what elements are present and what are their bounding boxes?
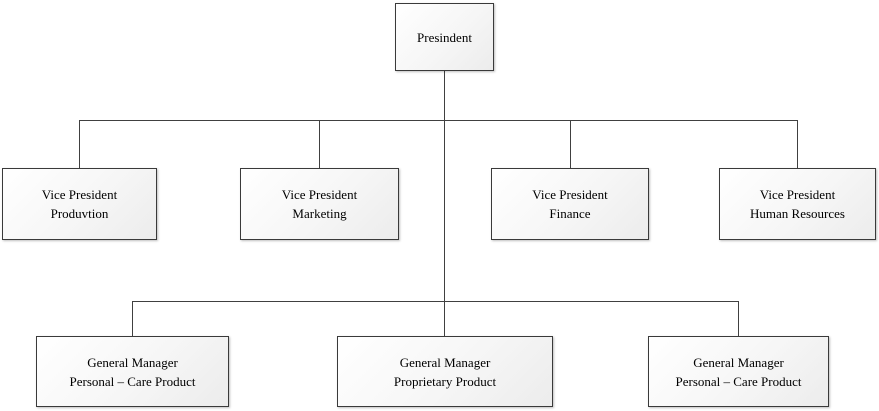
node-label-line1: Vice President xyxy=(759,187,836,202)
connector-drop-vp-production xyxy=(79,120,80,168)
node-label-line2: Human Resources xyxy=(750,206,845,221)
connector-top-horizontal xyxy=(79,120,798,121)
node-label-line2: Personal – Care Product xyxy=(675,373,802,389)
node-label-line1: Vice President xyxy=(532,187,608,202)
node-label-line2: Proprietary Product xyxy=(393,373,497,389)
org-node-vp-finance: Vice President Finance xyxy=(491,168,649,240)
org-node-gm-proprietary: General Manager Proprietary Product xyxy=(337,336,553,407)
node-label-line2: Marketing xyxy=(292,206,347,221)
connector-drop-gm-personal-care-1 xyxy=(132,301,133,336)
node-label-line1: General Manager xyxy=(399,354,491,370)
connector-drop-vp-marketing xyxy=(319,120,320,168)
connector-president-stem xyxy=(444,71,445,336)
org-node-gm-personal-care-2: General Manager Personal – Care Product xyxy=(648,336,829,407)
connector-drop-gm-personal-care-2 xyxy=(738,301,739,336)
org-node-vp-human-resources: Vice President Human Resources xyxy=(719,168,876,240)
org-node-president: Presindent xyxy=(395,3,494,71)
node-label-line2: Produvtion xyxy=(50,206,109,221)
connector-drop-vp-finance xyxy=(570,120,571,168)
node-label-line1: General Manager xyxy=(87,354,178,370)
node-label: Presindent xyxy=(417,29,472,45)
node-label-line1: General Manager xyxy=(693,354,784,370)
org-node-gm-personal-care-1: General Manager Personal – Care Product xyxy=(36,336,229,407)
node-label-line1: Vice President xyxy=(281,187,358,202)
node-label-line2: Finance xyxy=(549,206,591,221)
node-label-line1: Vice President xyxy=(41,187,118,202)
org-node-vp-marketing: Vice President Marketing xyxy=(240,168,399,240)
connector-drop-vp-human-resources xyxy=(797,120,798,168)
connector-low-horizontal xyxy=(132,301,739,302)
org-node-vp-production: Vice President Produvtion xyxy=(2,168,157,240)
node-label-line2: Personal – Care Product xyxy=(69,373,196,389)
